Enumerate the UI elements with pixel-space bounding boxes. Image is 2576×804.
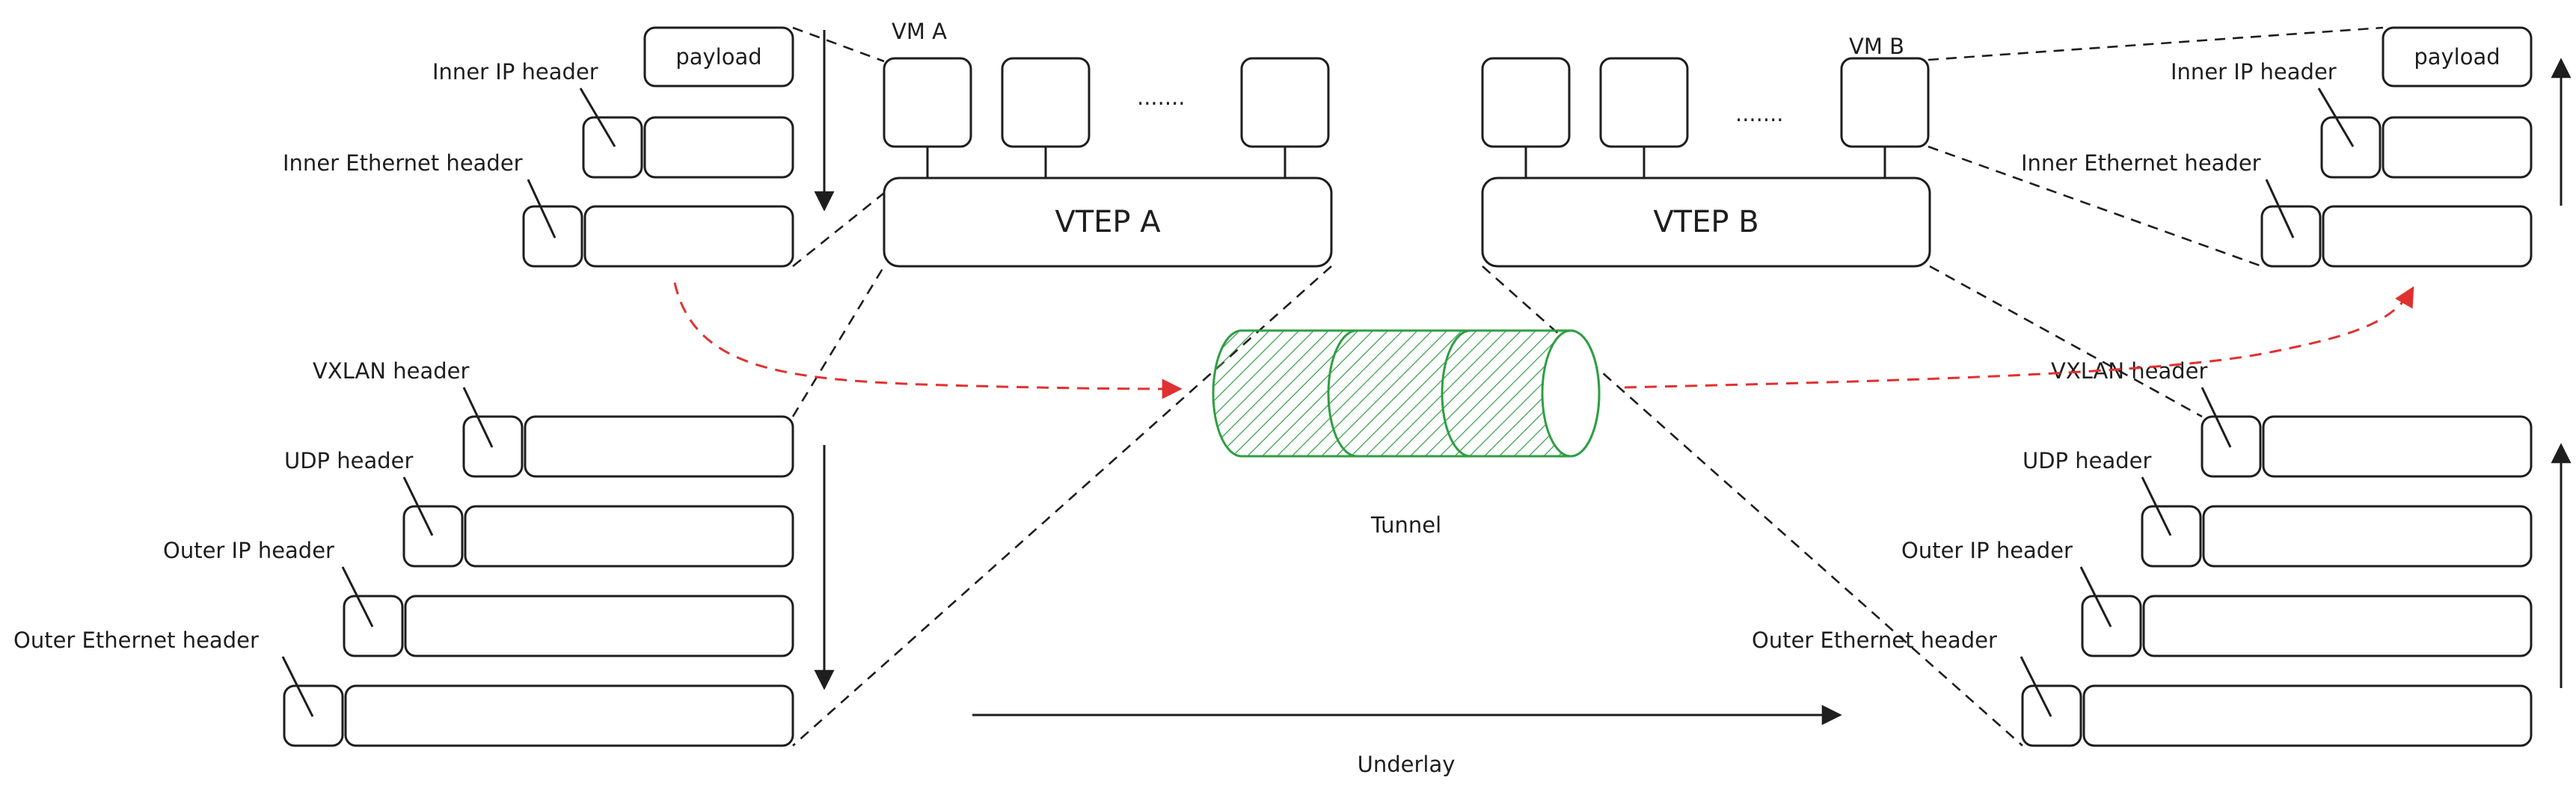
right-host: ....... VM B VTEP B: [1481, 34, 1931, 268]
right-vm-dots: .......: [1735, 101, 1784, 126]
right-outer-ip-label: Outer IP header: [1901, 538, 2073, 563]
tunnel-mouth: [1541, 329, 1601, 458]
left-inner-ip-label: Inner IP header: [432, 59, 598, 85]
right-vm-box-3: [1840, 57, 1930, 148]
right-payload-box: [2382, 26, 2533, 88]
flow-arrow-out-of-tunnel: [1624, 286, 2414, 389]
right-udp-label: UDP header: [2023, 448, 2152, 473]
right-inner-eth-box: [2322, 205, 2533, 268]
left-stack: payload Inner IP header Inner Ethernet h…: [13, 26, 835, 747]
tunnel-label: Tunnel: [1370, 512, 1441, 538]
left-vm-box-1: [883, 57, 972, 148]
left-outer-ip-pointer: [341, 566, 374, 627]
zoom-line-vtepa-vxlan: [791, 266, 886, 417]
left-inner-ip-box: [643, 116, 794, 179]
right-inner-ip-pointer: [2317, 88, 2355, 147]
right-udp-small-box: [2141, 505, 2202, 568]
left-payload-box: [643, 26, 794, 88]
right-udp-box: [2202, 505, 2533, 568]
left-inner-ip-small-box: [582, 116, 643, 179]
right-vm-box-2: [1599, 57, 1689, 148]
left-vm-dots: .......: [1137, 85, 1186, 110]
right-vxlan-label: VXLAN header: [2051, 358, 2208, 384]
left-vm-title: VM A: [892, 19, 947, 44]
left-vtep-box: [883, 177, 1333, 268]
zoom-line-vtepb-vxlan: [1929, 265, 2203, 418]
right-inner-eth-pointer: [2265, 179, 2295, 239]
right-inner-eth-small-box: [2260, 205, 2322, 268]
left-inner-eth-pointer: [527, 179, 556, 239]
left-outer-eth-label: Outer Ethernet header: [13, 627, 259, 653]
left-vm-box-2: [1001, 57, 1091, 148]
left-udp-pointer: [402, 476, 434, 536]
tunnel-ring-1: [1327, 329, 1358, 458]
underlay-label: Underlay: [1358, 752, 1456, 777]
right-payload-label: payload: [2414, 44, 2500, 70]
left-inner-eth-box: [583, 205, 794, 268]
left-payload-label: payload: [675, 44, 761, 70]
left-vxlan-box: [524, 415, 794, 478]
left-vxlan-label: VXLAN header: [313, 358, 470, 384]
tunnel-ring-2: [1441, 329, 1471, 458]
tunnel: Tunnel: [1212, 329, 1601, 538]
flow-arrow-into-tunnel: [673, 282, 1183, 399]
left-udp-label: UDP header: [284, 448, 414, 473]
right-udp-pointer: [2141, 476, 2172, 536]
left-outer-eth-pointer: [281, 656, 314, 717]
right-inner-eth-label: Inner Ethernet header: [2021, 150, 2261, 176]
left-vm-box-3: [1240, 57, 1330, 148]
zoom-line-vmb-payload: [1928, 26, 2384, 61]
left-host: VM A ....... VTEP A: [883, 19, 1333, 268]
left-outer-eth-box: [344, 684, 794, 747]
right-outer-eth-pointer: [2020, 656, 2052, 717]
right-stack: payload Inner IP header Inner Ethernet h…: [1752, 26, 2572, 747]
left-inner-eth-small-box: [522, 205, 583, 268]
right-outer-eth-box: [2082, 684, 2533, 747]
right-vtep-box: [1481, 177, 1931, 268]
left-outer-ip-box: [404, 595, 794, 657]
right-vxlan-pointer: [2201, 387, 2232, 448]
left-vtep-label: VTEP A: [1055, 205, 1161, 239]
right-vtep-label: VTEP B: [1653, 205, 1758, 239]
left-outer-ip-label: Outer IP header: [163, 538, 334, 563]
zoom-line-vma-payload: [792, 26, 885, 63]
left-inner-eth-label: Inner Ethernet header: [283, 150, 523, 176]
left-inner-ip-pointer: [579, 88, 616, 147]
zoom-lines: [791, 26, 2384, 746]
right-outer-eth-label: Outer Ethernet header: [1752, 627, 1997, 653]
right-inner-ip-box: [2382, 116, 2533, 179]
right-vm-box-1: [1481, 57, 1571, 148]
zoom-line-vma-eth: [792, 191, 885, 268]
left-vxlan-pointer: [462, 387, 494, 448]
zoom-line-vtepa-tunnel: [792, 266, 1332, 746]
right-outer-ip-box: [2142, 595, 2533, 657]
left-udp-box: [464, 505, 794, 568]
right-inner-ip-small-box: [2320, 116, 2382, 179]
left-udp-small-box: [402, 505, 464, 568]
right-vxlan-box: [2262, 415, 2533, 478]
right-outer-ip-pointer: [2079, 566, 2112, 627]
right-inner-ip-label: Inner IP header: [2171, 59, 2337, 85]
zoom-line-vmb-eth: [1928, 145, 2263, 268]
right-vm-title: VM B: [1849, 34, 1904, 59]
zoom-line-vtepb-tunnel: [1482, 266, 2023, 746]
